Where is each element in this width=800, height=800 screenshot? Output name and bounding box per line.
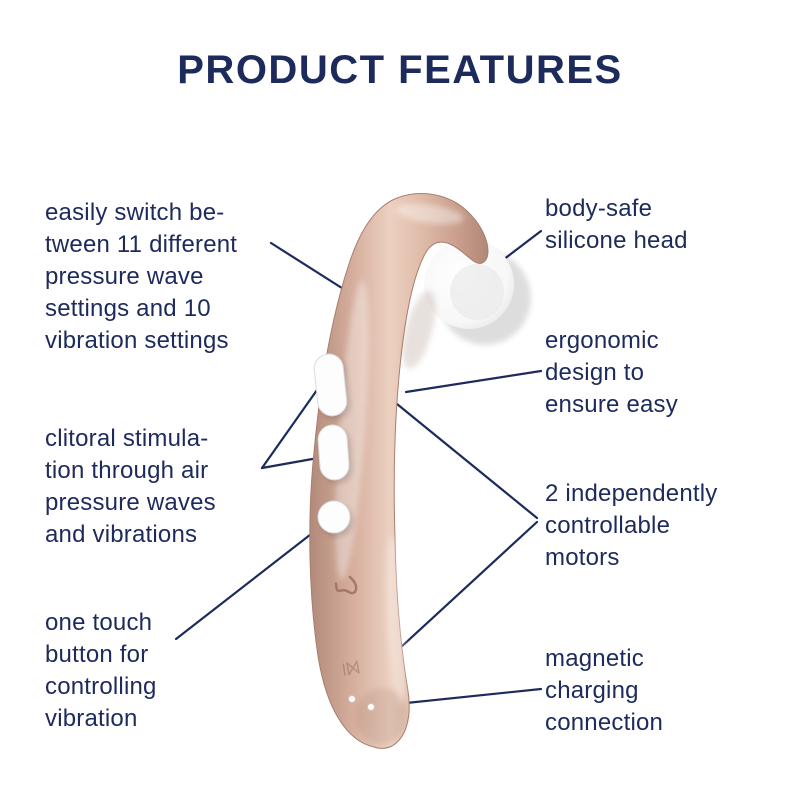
page-title: PRODUCT FEATURES: [177, 48, 623, 92]
wave-button-lower: [317, 424, 353, 484]
feature-magnetic-charging-label: magnetic charging connection: [545, 645, 664, 736]
connector-motor-bottom: [398, 520, 539, 650]
charging-contact-right: [367, 703, 375, 711]
feature-pressure-settings-label: easily switch be- tween 11 different pre…: [45, 199, 238, 354]
connector-ergonomic: [404, 369, 543, 394]
connector-one-touch: [174, 522, 326, 641]
vibration-button: [317, 500, 353, 537]
wave-button-upper: [313, 353, 351, 420]
device: [309, 193, 531, 749]
connector-motor-top: [395, 402, 539, 520]
feature-clitoral-stimulation-label: clitoral stimula- tion through air press…: [45, 425, 216, 548]
body-highlight-top: [396, 203, 464, 225]
head-inner-ring: [450, 264, 504, 320]
satisfyer-logo-icon: [334, 575, 358, 595]
feature-ergonomic-design-label: ergonomic design to ensure easy: [545, 327, 678, 418]
charging-contact-left: [348, 695, 356, 703]
feature-dual-motors-label: 2 independently controllable motors: [545, 480, 718, 571]
feature-one-touch-button-label: one touch button for controlling vibrati…: [45, 609, 157, 732]
feature-silicone-head-label: body-safe silicone head: [545, 195, 688, 254]
tail-shading: [356, 688, 408, 744]
neck-shading: [402, 291, 436, 369]
connector-clitoral-top: [260, 388, 319, 470]
engraving-marks: [342, 660, 360, 676]
body-highlight-lower: [385, 535, 407, 705]
connector-clitoral-bottom: [260, 456, 320, 470]
